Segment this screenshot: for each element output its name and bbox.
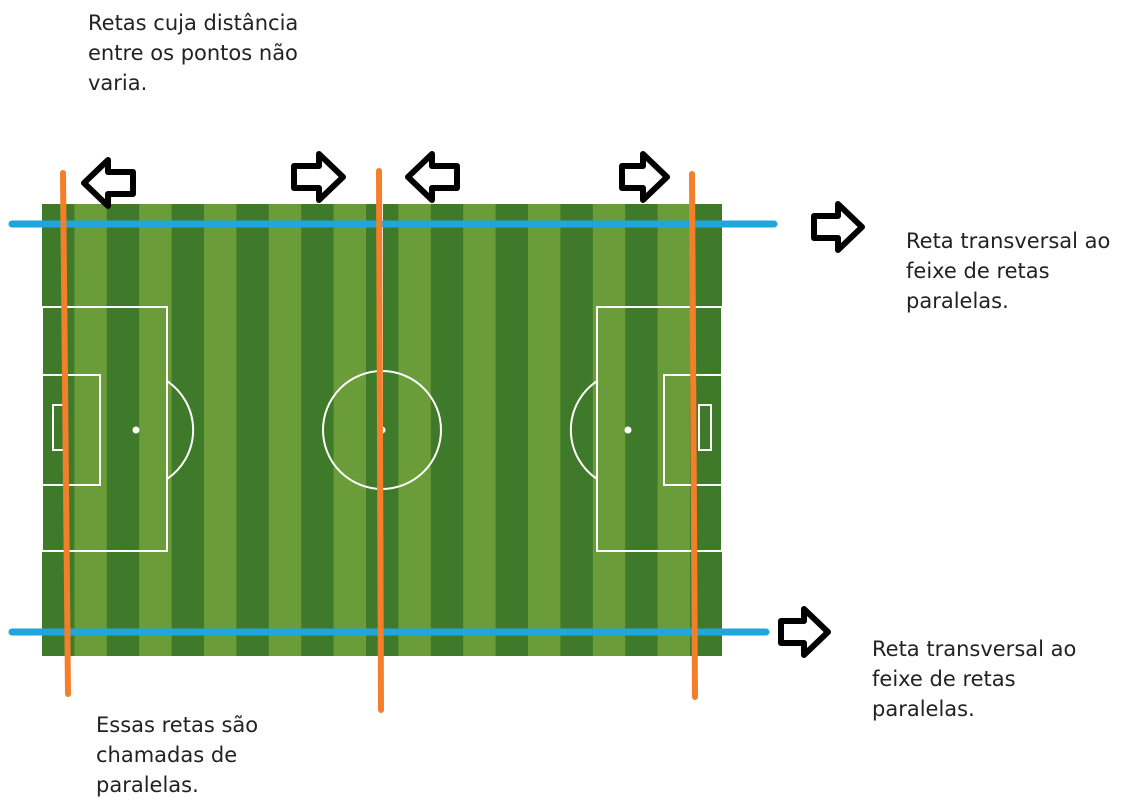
left-penalty-spot (132, 426, 140, 434)
arrow-right-icon (778, 606, 831, 658)
label-transversal-lower: Reta transversal ao feixe de retas paral… (872, 634, 1076, 724)
field-stripe (398, 204, 431, 656)
parallel-line-left (60, 170, 71, 697)
arrow-right-icon (291, 151, 346, 203)
label-line: Retas cuja distância (88, 11, 299, 35)
field-stripe (657, 204, 690, 656)
right-penalty-arc (569, 380, 598, 480)
label-line: Reta transversal ao (872, 637, 1077, 661)
parallel-line-center (376, 168, 384, 713)
left-penalty-arc (166, 380, 195, 480)
arrow-right-icon (811, 201, 865, 253)
parallel-line-right (689, 171, 698, 700)
field-stripe (592, 204, 626, 656)
arrow-left-icon (81, 157, 136, 209)
label-line: Essas retas são (96, 713, 259, 737)
field-stripe (268, 204, 302, 656)
field-stripes (74, 204, 690, 656)
label-line: paralelas. (906, 289, 1009, 313)
field-stripe (463, 204, 496, 656)
arrow-right-icon (619, 151, 670, 203)
label-parallel-name: Essas retas são chamadas de paralelas. (96, 710, 258, 800)
label-line: paralelas. (96, 773, 199, 797)
field-stripe (528, 204, 561, 656)
label-line: varia. (88, 71, 148, 95)
field-stripe (204, 204, 237, 656)
label-parallel-distance: Retas cuja distância entre os pontos não… (88, 8, 298, 98)
parallel-lines (60, 168, 698, 713)
label-line: feixe de retas (872, 667, 1016, 691)
label-line: Reta transversal ao (906, 229, 1111, 253)
transversal-lines (8, 220, 778, 636)
label-line: entre os pontos não (88, 41, 298, 65)
label-transversal-upper: Reta transversal ao feixe de retas paral… (906, 226, 1110, 316)
field-stripe (333, 204, 366, 656)
right-penalty-spot (624, 426, 632, 434)
label-line: feixe de retas (906, 259, 1050, 283)
arrow-left-icon (405, 151, 460, 203)
label-line: paralelas. (872, 697, 975, 721)
left-goal-area (41, 374, 101, 486)
field-stripe (74, 204, 107, 656)
right-goal (698, 404, 712, 451)
arrow-group (81, 151, 865, 658)
label-line: chamadas de (96, 743, 238, 767)
